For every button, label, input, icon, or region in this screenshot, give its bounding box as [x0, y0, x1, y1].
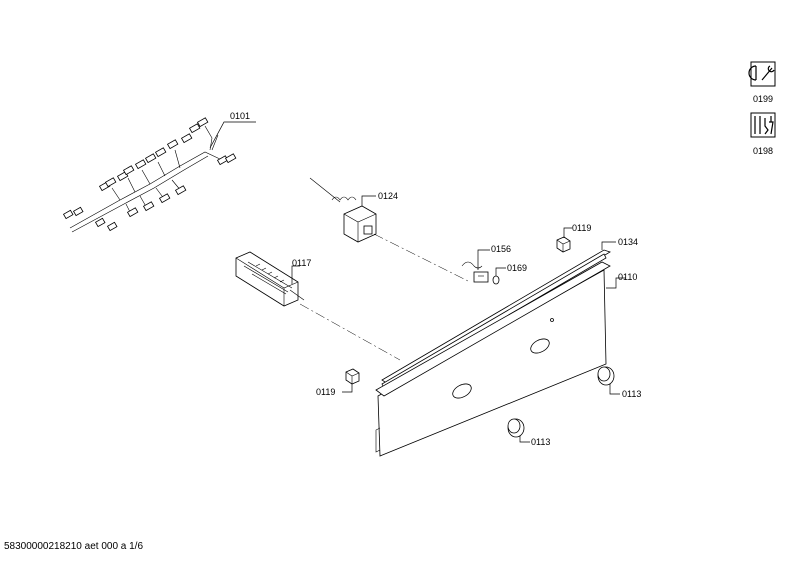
- leader-0110: [606, 277, 626, 289]
- selector-switch-part[interactable]: [235, 251, 305, 307]
- leader-0169: [495, 267, 506, 276]
- wrench-icon[interactable]: [748, 61, 776, 87]
- label-0119-lower[interactable]: 0119: [316, 387, 335, 397]
- leader-0124: [361, 195, 376, 206]
- tools-icon[interactable]: [750, 112, 776, 138]
- leader-0113-lower: [519, 436, 530, 443]
- label-0113-lower[interactable]: 0113: [531, 437, 550, 447]
- control-panel-part[interactable]: [375, 261, 611, 457]
- label-0119-upper[interactable]: 0119: [572, 223, 591, 233]
- knob-hole-right: [530, 338, 550, 354]
- knob-hole-left: [452, 383, 472, 399]
- wiring-harness-part[interactable]: [62, 117, 237, 233]
- label-0113-right[interactable]: 0113: [622, 389, 641, 399]
- clip-part-lower[interactable]: [345, 368, 360, 385]
- indicator-lamp-part[interactable]: [461, 261, 489, 283]
- leader-0119-upper: [563, 227, 572, 238]
- assembly-line: [299, 303, 401, 361]
- label-0110[interactable]: 0110: [618, 272, 637, 282]
- label-0169[interactable]: 0169: [507, 263, 527, 273]
- label-0156[interactable]: 0156: [491, 244, 511, 254]
- label-0101[interactable]: 0101: [230, 111, 250, 121]
- leader-0156: [477, 249, 490, 270]
- label-0124[interactable]: 0124: [378, 191, 398, 201]
- document-code: 58300000218210 aet 000 a 1/6: [4, 541, 144, 552]
- lamp-holder-part[interactable]: [492, 275, 500, 285]
- leader-0101: [209, 121, 256, 149]
- leader-0119-lower: [342, 384, 353, 393]
- label-0199[interactable]: 0199: [753, 94, 773, 104]
- control-knob-part-right[interactable]: [597, 366, 615, 386]
- leader-0117: [291, 265, 300, 284]
- label-0198[interactable]: 0198: [753, 146, 773, 156]
- label-0117[interactable]: 0117: [292, 258, 311, 268]
- connector-group: [62, 117, 237, 232]
- thermostat-part[interactable]: [309, 177, 377, 243]
- clip-part-upper[interactable]: [556, 236, 571, 253]
- assembly-line: [373, 233, 471, 283]
- leader-0113-right: [609, 384, 620, 395]
- leader-0134: [601, 241, 616, 250]
- label-0134[interactable]: 0134: [618, 237, 638, 247]
- control-knob-part-lower[interactable]: [507, 418, 525, 438]
